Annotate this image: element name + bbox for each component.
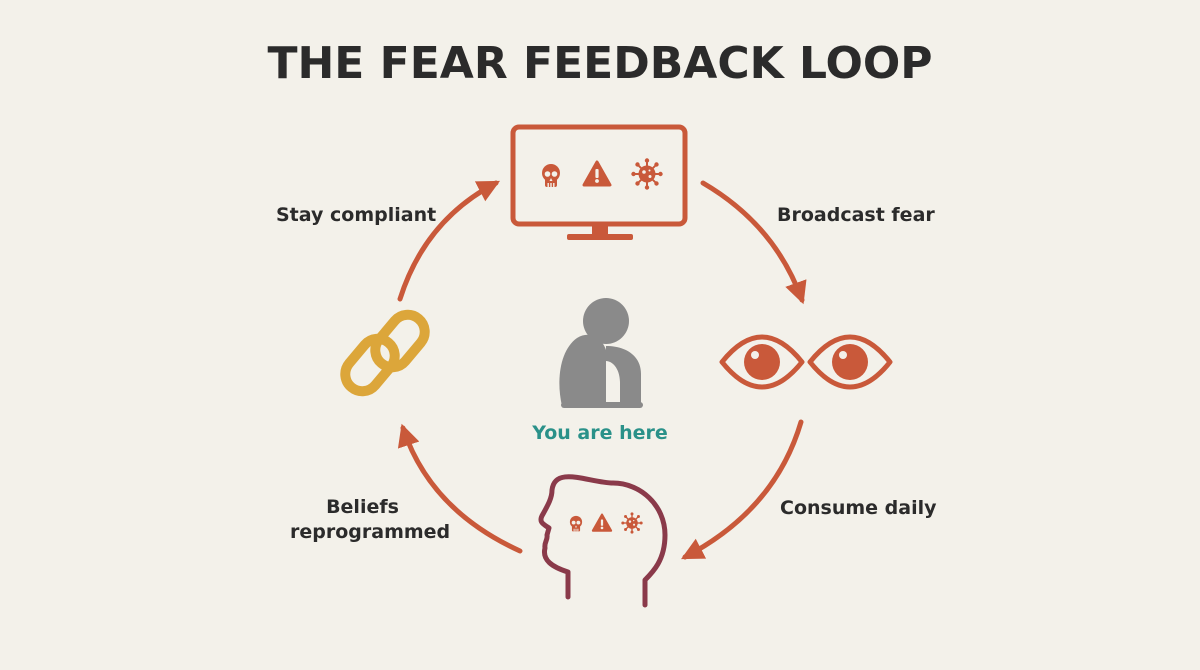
label-consume-daily: Consume daily	[780, 497, 937, 519]
chain-link-icon	[340, 309, 430, 397]
skull-icon	[569, 515, 583, 532]
arrow-screen-to-eyes	[700, 180, 807, 305]
head-icon	[538, 474, 668, 608]
tv-screen-icon	[510, 124, 688, 240]
label-beliefs-line2: reprogrammed	[290, 521, 451, 543]
virus-icon	[630, 157, 664, 191]
label-beliefs-reprogrammed: Beliefs reprogrammed	[290, 495, 451, 545]
eyes-icon	[719, 334, 893, 390]
page-title: THE FEAR FEEDBACK LOOP	[267, 38, 933, 89]
label-beliefs-line1: Beliefs	[326, 496, 399, 518]
skull-icon	[542, 164, 560, 187]
arrow-head-to-chain	[397, 423, 523, 554]
you-are-here-label: You are here	[532, 422, 668, 444]
huddled-person-icon	[559, 298, 643, 408]
label-stay-compliant: Stay compliant	[276, 204, 437, 226]
label-broadcast-fear: Broadcast fear	[777, 204, 935, 226]
arrow-eyes-to-head	[681, 419, 804, 560]
warning-icon	[591, 513, 613, 532]
arrow-chain-to-screen	[397, 180, 500, 302]
warning-icon	[582, 160, 612, 187]
virus-icon	[620, 511, 644, 535]
